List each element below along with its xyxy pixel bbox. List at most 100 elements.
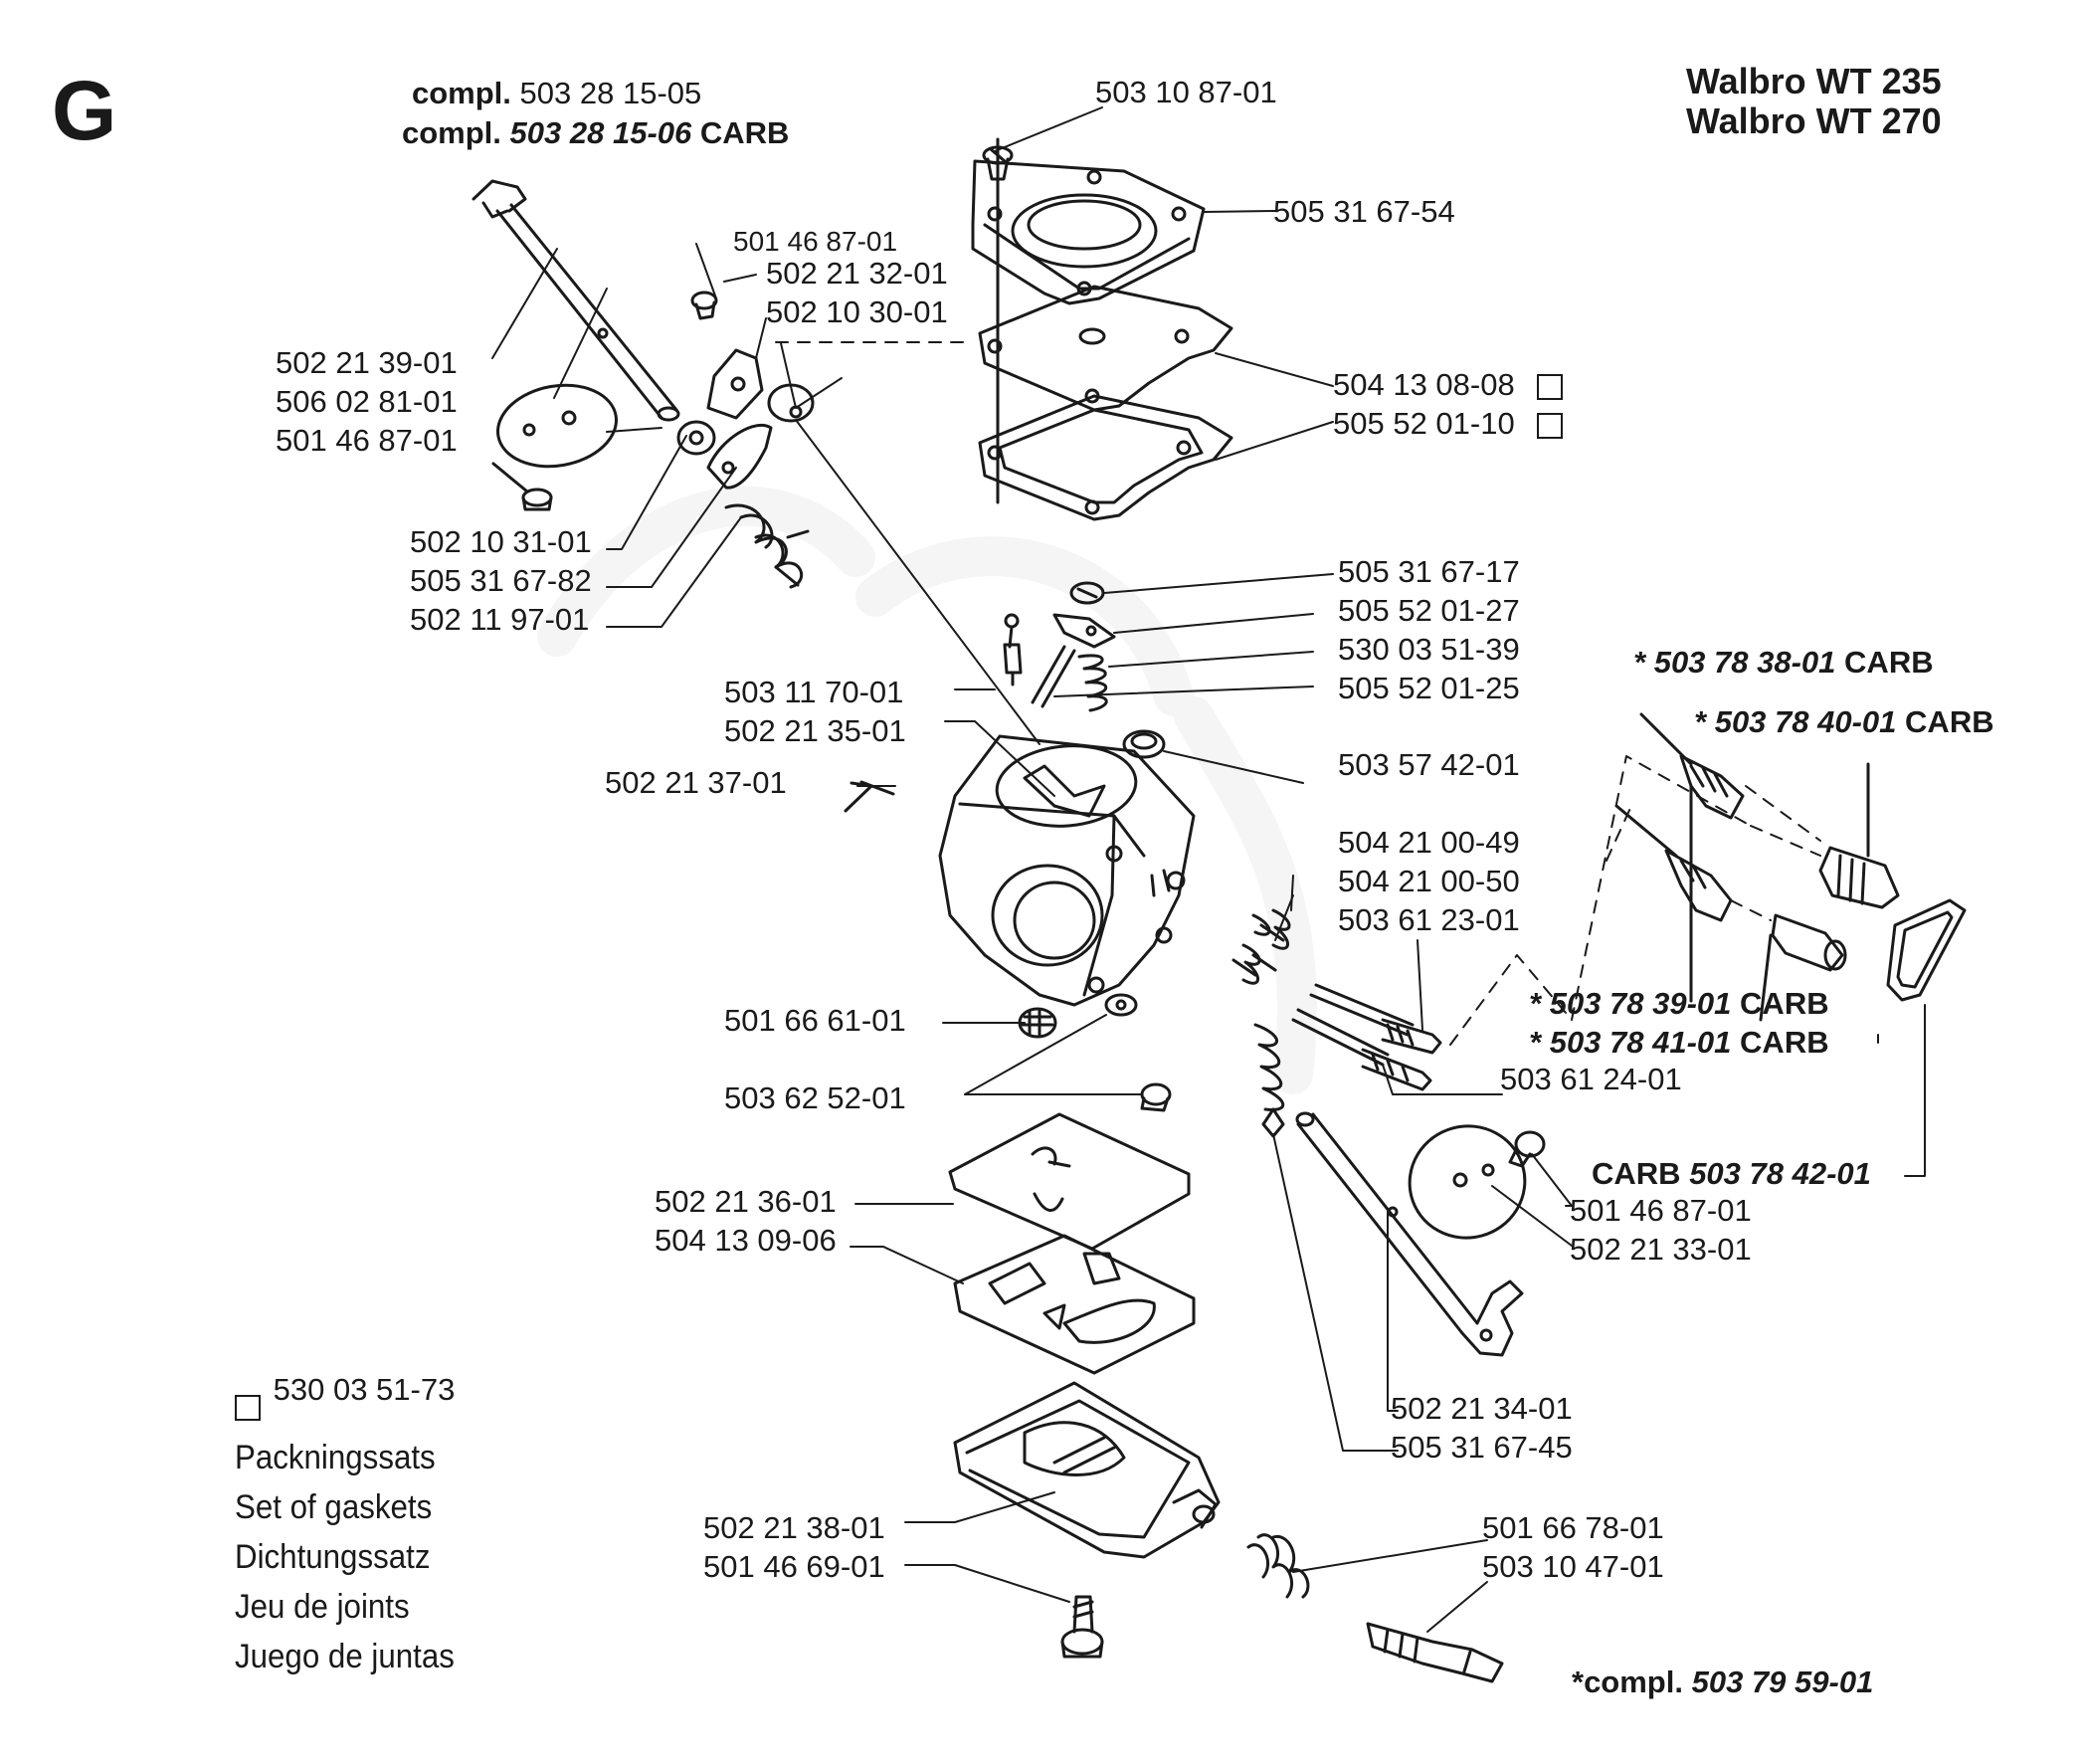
part-label: 502 11 97-01 — [410, 602, 590, 637]
part-label: 503 11 70-01 — [724, 675, 904, 709]
spring-504210049 — [1251, 908, 1291, 950]
pump-cover-502213801 — [953, 1381, 1221, 1559]
carburetor-body-502213501 — [938, 734, 1196, 1007]
spring-504210050 — [1231, 943, 1277, 985]
pin-530035139 — [1031, 645, 1076, 708]
legend-kit-row: 530 03 51-73 — [235, 1372, 456, 1421]
screw-501466901 — [1060, 1595, 1104, 1659]
plug-503574201 — [1122, 729, 1166, 759]
needle-503612301 — [1309, 983, 1442, 1055]
gasket-kit-marker — [1537, 412, 1564, 439]
part-label: 502 21 32-01 — [766, 256, 948, 291]
part-label: 501 66 78-01 — [1482, 1510, 1664, 1545]
part-label: 502 21 37-01 — [605, 765, 787, 800]
part-label: 501 46 69-01 — [703, 1549, 885, 1584]
part-label: 501 46 87-01 — [733, 226, 898, 257]
carb-prefix: * — [1529, 986, 1542, 1021]
legend-text: Packningssats Set of gaskets Dichtungssa… — [235, 1433, 473, 1681]
bushing-502103101 — [676, 420, 716, 456]
carb-prefix: * — [1694, 704, 1707, 739]
part-label: 502 21 36-01 — [655, 1184, 837, 1219]
spring-501667801 — [1246, 1533, 1310, 1599]
lever-505316782 — [706, 423, 773, 490]
needle-503612401 — [1291, 1008, 1432, 1091]
screw-503625201 — [1140, 1082, 1172, 1112]
carb-number: 503 78 40-01 — [1714, 704, 1897, 739]
choke-plate-502213301 — [1408, 1124, 1527, 1240]
part-label: 502 10 31-01 — [410, 524, 592, 559]
diaphragm-504130906 — [953, 1234, 1196, 1375]
part-label: 502 21 39-01 — [276, 345, 458, 380]
carb-suffix: CARB — [1905, 704, 1994, 739]
carb-needle-503783901 — [1614, 804, 1733, 922]
part-label: 503 10 87-01 — [1095, 75, 1277, 109]
compl-number-2: 503 28 15-06 — [509, 115, 692, 150]
part-label: 503 62 52-01 — [724, 1080, 906, 1115]
part-label: 505 31 67-45 — [1391, 1430, 1573, 1465]
carb-suffix: CARB — [1740, 1025, 1829, 1060]
part-label-kit: 504 13 08-08 — [1333, 367, 1564, 402]
needle-503117001 — [1003, 613, 1023, 686]
part-number: 505 52 01-10 — [1333, 406, 1515, 441]
part-label: 502 21 34-01 — [1391, 1391, 1573, 1426]
screw-501468701-choke — [1508, 1130, 1546, 1168]
part-label: 505 52 01-25 — [1338, 671, 1520, 705]
gasket-kit-marker — [235, 1394, 261, 1421]
carb-needle-503783801 — [1639, 712, 1745, 1003]
part-label: 502 21 35-01 — [724, 713, 906, 748]
carb-suffix: CARB — [1844, 645, 1934, 680]
o-ring-503784201 — [1886, 898, 1967, 1002]
part-label: 503 61 24-01 — [1500, 1062, 1682, 1096]
footer-compl-prefix: *compl. — [1572, 1665, 1683, 1699]
model-title-2: Walbro WT 270 — [1686, 100, 1942, 141]
part-label: 505 31 67-54 — [1273, 194, 1455, 229]
choke-shaft-502213401 — [1295, 1111, 1524, 1357]
part-label: 530 03 51-39 — [1338, 632, 1520, 667]
carb-label: * 503 78 39-01 CARB — [1529, 987, 1829, 1021]
carb-number: 503 78 38-01 — [1653, 645, 1836, 680]
carb-number: 503 78 41-01 — [1549, 1025, 1732, 1060]
part-label: 504 21 00-50 — [1338, 864, 1520, 898]
legend-kit-number: 530 03 51-73 — [273, 1372, 456, 1407]
choke-assembly — [1253, 1023, 1546, 1357]
leader-lines — [491, 106, 1926, 1633]
adjust-needles — [1231, 908, 1442, 1091]
part-label: 504 13 09-06 — [655, 1223, 837, 1258]
part-label: 503 61 23-01 — [1338, 902, 1520, 937]
part-label: 505 52 01-27 — [1338, 593, 1520, 628]
compl-prefix-1: compl. — [412, 76, 511, 110]
screw-501468701-small — [690, 291, 718, 320]
top-gasket-stack — [971, 137, 1233, 521]
carb-number: 503 78 39-01 — [1549, 986, 1732, 1021]
compl-number-1: 503 28 15-05 — [519, 76, 702, 110]
carb-number: 503 78 42-01 — [1689, 1156, 1871, 1191]
part-label: 504 21 00-49 — [1338, 825, 1520, 860]
section-letter: G — [52, 64, 117, 157]
legend-line-de: Dichtungssatz — [235, 1538, 431, 1576]
screw-501468701 — [491, 462, 553, 511]
legend-line-sv: Packningssats — [235, 1439, 436, 1476]
part-label-kit: 505 52 01-10 — [1333, 406, 1564, 441]
part-label: 502 21 33-01 — [1570, 1232, 1752, 1267]
washer-503625201 — [1104, 993, 1138, 1017]
legend-line-es: Juego de juntas — [235, 1638, 455, 1675]
part-label: 502 21 38-01 — [703, 1510, 885, 1545]
footer-compl-number: 503 79 59-01 — [1691, 1665, 1874, 1699]
throttle-shaft-502213901 — [472, 179, 680, 422]
compl-suffix-2: CARB — [699, 115, 790, 150]
part-label: 501 66 61-01 — [724, 1003, 906, 1038]
part-number: 504 13 08-08 — [1333, 367, 1515, 402]
part-label: 503 10 47-01 — [1482, 1549, 1664, 1584]
legend-line-en: Set of gaskets — [235, 1488, 433, 1526]
diaphragm-504130808 — [978, 285, 1233, 412]
carb-label: CARB 503 78 42-01 — [1592, 1157, 1871, 1191]
compl-line-2: compl. 503 28 15-06 CARB — [402, 116, 789, 150]
compl-prefix-2: compl. — [402, 115, 501, 150]
carb-label: * 503 78 41-01 CARB — [1529, 1026, 1829, 1060]
spring-502119701 — [724, 503, 810, 589]
carb-suffix: CARB — [1740, 986, 1829, 1021]
lever-505520127 — [1052, 613, 1116, 649]
carb-cap-503784001 — [1818, 762, 1900, 909]
carb-prefix: CARB — [1592, 1156, 1681, 1191]
